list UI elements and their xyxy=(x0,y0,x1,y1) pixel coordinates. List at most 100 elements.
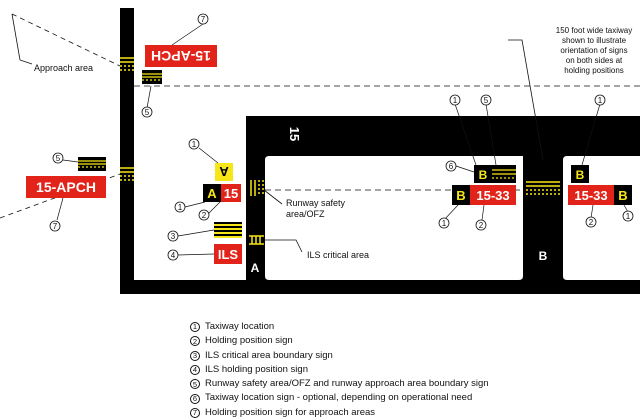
sign-15-hold: 15 xyxy=(221,184,241,202)
hold-markings xyxy=(120,57,560,245)
legend-text: Taxiway location sign - optional, depend… xyxy=(205,392,473,404)
hold-marking-vertical-top xyxy=(120,57,134,71)
callout-numbers: 7 5 5 7 1 1 2 3 4 1 5 6 1 2 1 2 1 xyxy=(49,13,634,261)
svg-text:7: 7 xyxy=(53,222,58,231)
taxiway-a-pavement-label: A xyxy=(251,261,260,275)
legend-number: 6 xyxy=(190,393,200,404)
svg-text:15-APCH: 15-APCH xyxy=(151,48,211,64)
runway-15-and-taxiways xyxy=(134,116,640,294)
callout-5-top: 5 xyxy=(141,106,153,118)
ils-boundary-sign xyxy=(214,222,242,238)
callout-1-b-upper-left: 1 xyxy=(449,94,461,106)
hold-marking-taxiway-b xyxy=(526,181,560,195)
callout-7-left: 7 xyxy=(49,220,61,232)
callout-1-b-upper-right: 1 xyxy=(594,94,606,106)
svg-text:1: 1 xyxy=(178,203,183,212)
sign-a-upper: A xyxy=(215,163,233,181)
svg-text:150 foot wide taxiway: 150 foot wide taxiway xyxy=(556,26,633,35)
callout-3: 3 xyxy=(167,230,179,242)
svg-text:B: B xyxy=(479,168,488,182)
approach-area-dashed-line-upper xyxy=(11,13,121,67)
callout-4: 4 xyxy=(167,249,179,261)
rsa-ofz-label: Runway safety area/OFZ xyxy=(286,198,346,219)
callout-7-top: 7 xyxy=(197,13,209,25)
callout-leaders xyxy=(56,23,629,256)
svg-text:A: A xyxy=(207,186,217,201)
callout-5-left: 5 xyxy=(52,152,64,164)
svg-text:holding positions: holding positions xyxy=(564,66,624,75)
legend-text: ILS critical area boundary sign xyxy=(205,349,333,361)
svg-text:shown to illustrate: shown to illustrate xyxy=(562,36,627,45)
legend-text: Taxiway location xyxy=(205,321,275,332)
legend-text: Holding position sign xyxy=(205,335,293,347)
approach-area-leader xyxy=(11,13,33,65)
svg-text:1: 1 xyxy=(442,219,447,228)
legend-text: Runway safety area/OFZ and runway approa… xyxy=(205,378,489,390)
hold-marking-vertical-mid xyxy=(120,167,134,181)
legend-number: 5 xyxy=(190,379,200,390)
svg-text:B: B xyxy=(618,188,627,203)
svg-text:on both sides at: on both sides at xyxy=(566,56,623,65)
vertical-taxiway xyxy=(120,8,134,294)
svg-text:area/OFZ: area/OFZ xyxy=(286,209,325,219)
ils-leader xyxy=(264,239,303,253)
runway-number-label: 15 xyxy=(287,127,302,141)
sign-a-location: A xyxy=(203,184,221,202)
sign-b-location-right: B xyxy=(614,185,632,205)
svg-text:2: 2 xyxy=(479,221,484,230)
sign-b-location-left: B xyxy=(452,185,470,205)
legend-number: 2 xyxy=(190,336,200,347)
sign-15-apch-left: 15-APCH xyxy=(26,176,106,198)
legend-item: 6 Taxiway location sign - optional, depen… xyxy=(190,391,630,405)
svg-text:B: B xyxy=(456,188,465,203)
sign-ils-hold: ILS xyxy=(214,244,242,264)
svg-text:5: 5 xyxy=(484,96,489,105)
sign-15-33-right: 15-33 xyxy=(568,185,614,205)
legend-number: 7 xyxy=(190,407,200,418)
svg-text:15-33: 15-33 xyxy=(476,188,509,203)
callout-2-b-left: 2 xyxy=(475,219,487,231)
svg-text:Runway safety: Runway safety xyxy=(286,198,346,208)
svg-text:5: 5 xyxy=(145,108,150,117)
approach-area-label: Approach area xyxy=(34,63,93,73)
svg-text:1: 1 xyxy=(192,140,197,149)
svg-text:orientation of signs: orientation of signs xyxy=(560,46,627,55)
callout-1-a-lower: 1 xyxy=(174,201,186,213)
note-150-foot-taxiway: 150 foot wide taxiway shown to illustrat… xyxy=(556,26,633,75)
svg-text:15-APCH: 15-APCH xyxy=(36,179,96,195)
boundary-sign-b-left xyxy=(492,165,516,183)
legend-text: Holding position sign for approach areas xyxy=(205,406,376,418)
svg-text:1: 1 xyxy=(626,212,631,221)
sign-15-apch-top: 15-APCH xyxy=(145,45,217,67)
svg-text:3: 3 xyxy=(171,232,176,241)
legend-number: 1 xyxy=(190,322,200,333)
pavement xyxy=(120,8,640,294)
svg-text:7: 7 xyxy=(201,15,206,24)
sign-b-upper-right: B xyxy=(571,165,589,183)
legend-item: 1 Taxiway location xyxy=(190,320,630,334)
ils-critical-area-label: ILS critical area xyxy=(307,250,369,260)
svg-text:A: A xyxy=(219,164,229,179)
legend-item: 4 ILS holding position sign xyxy=(190,363,630,377)
legend-number: 4 xyxy=(190,365,200,376)
svg-text:15-33: 15-33 xyxy=(574,188,607,203)
svg-text:1: 1 xyxy=(598,96,603,105)
legend-text: ILS holding position sign xyxy=(205,363,308,375)
legend-item: 3 ILS critical area boundary sign xyxy=(190,349,630,363)
callout-1-b-lower-left: 1 xyxy=(438,217,450,229)
svg-text:15: 15 xyxy=(224,186,238,201)
legend-item: 5 Runway safety area/OFZ and runway appro… xyxy=(190,377,630,391)
hold-marking-taxiway-a-rsa xyxy=(250,180,264,196)
legend-number: 3 xyxy=(190,350,200,361)
svg-text:6: 6 xyxy=(449,162,454,171)
svg-text:B: B xyxy=(576,168,585,182)
boundary-sign-left xyxy=(78,157,106,171)
svg-text:1: 1 xyxy=(453,96,458,105)
hold-marking-taxiway-a-ils xyxy=(249,235,264,245)
note-leader xyxy=(508,39,544,161)
svg-text:2: 2 xyxy=(589,218,594,227)
legend-item: 2 Holding position sign xyxy=(190,334,630,348)
callout-5-b: 5 xyxy=(480,94,492,106)
callout-6: 6 xyxy=(445,160,457,172)
